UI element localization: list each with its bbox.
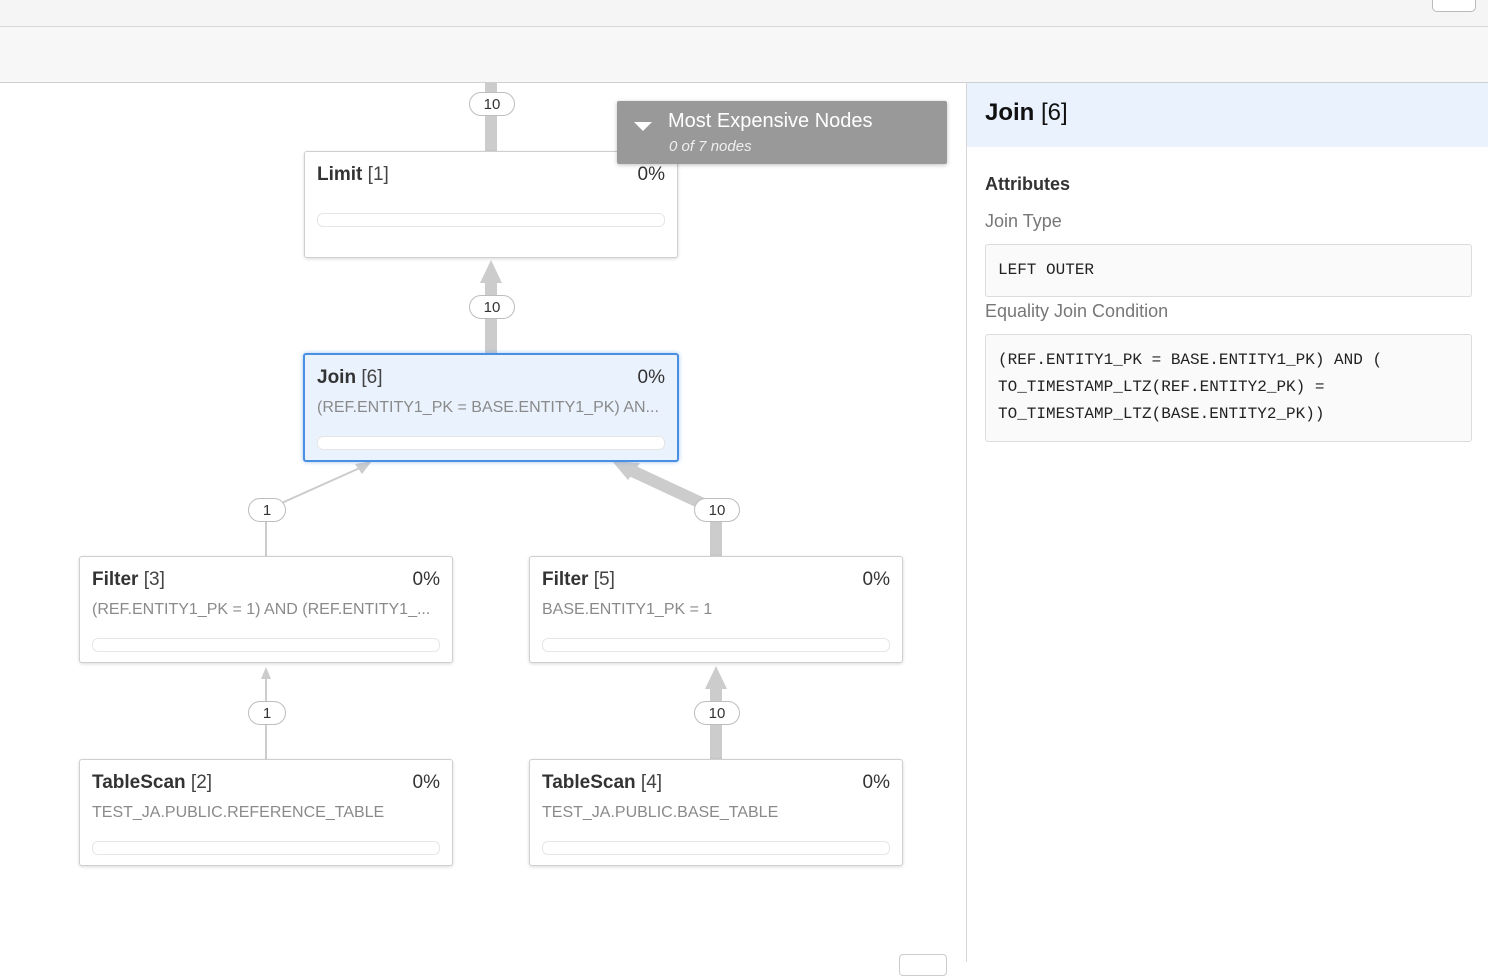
edge-row-count: 10 bbox=[694, 701, 740, 725]
top-bar-button[interactable] bbox=[1432, 0, 1476, 12]
node-percentage: 0% bbox=[862, 569, 890, 590]
toolbar bbox=[0, 27, 1488, 83]
node-details-panel: Join [6] Attributes Join Type LEFT OUTER… bbox=[966, 83, 1488, 962]
node-detail: TEST_JA.PUBLIC.REFERENCE_TABLE bbox=[92, 804, 385, 821]
node-detail: TEST_JA.PUBLIC.BASE_TABLE bbox=[542, 804, 779, 821]
edge-row-count: 10 bbox=[469, 92, 515, 116]
panel-title: Join [6] bbox=[985, 99, 1068, 126]
node-title: TableScan [2] bbox=[92, 772, 213, 793]
top-bar bbox=[0, 0, 1488, 27]
arrowhead-join-limit bbox=[480, 260, 502, 283]
node-progress-bar bbox=[542, 638, 890, 652]
plan-node-join[interactable]: Join [6] 0% (REF.ENTITY1_PK = BASE.ENTIT… bbox=[303, 353, 679, 462]
edge-row-count: 1 bbox=[248, 701, 286, 725]
plan-node-tablescan-4[interactable]: TableScan [4] 0% TEST_JA.PUBLIC.BASE_TAB… bbox=[529, 759, 903, 866]
node-title: Join [6] bbox=[317, 367, 383, 388]
node-detail: (REF.ENTITY1_PK = 1) AND (REF.ENTITY1_..… bbox=[92, 601, 431, 618]
query-plan-canvas[interactable]: 10 10 1 10 1 10 Limit [1] 0% Join [6] 0%… bbox=[0, 83, 966, 962]
node-percentage: 0% bbox=[862, 772, 890, 793]
node-detail: (REF.ENTITY1_PK = BASE.ENTITY1_PK) AN... bbox=[317, 399, 659, 416]
arrowhead-scan2-filter3 bbox=[261, 667, 271, 679]
most-expensive-count: 0 of 7 nodes bbox=[669, 138, 752, 155]
arrowhead-filter5-join bbox=[612, 461, 640, 480]
node-title: TableScan [4] bbox=[542, 772, 663, 793]
node-title: Filter [5] bbox=[542, 569, 615, 590]
edge-row-count: 10 bbox=[694, 498, 740, 522]
node-percentage: 0% bbox=[412, 569, 440, 590]
plan-node-filter-3[interactable]: Filter [3] 0% (REF.ENTITY1_PK = 1) AND (… bbox=[79, 556, 453, 663]
node-progress-bar bbox=[92, 841, 440, 855]
edge-row-count: 10 bbox=[469, 295, 515, 319]
join-type-value: LEFT OUTER bbox=[985, 244, 1472, 297]
node-percentage: 0% bbox=[637, 164, 665, 185]
condition-line: TO_TIMESTAMP_LTZ(BASE.ENTITY2_PK)) bbox=[998, 405, 1325, 423]
plan-node-filter-5[interactable]: Filter [5] 0% BASE.ENTITY1_PK = 1 bbox=[529, 556, 903, 663]
node-title: Filter [3] bbox=[92, 569, 165, 590]
most-expensive-title: Most Expensive Nodes bbox=[668, 110, 873, 132]
panel-header: Join [6] bbox=[967, 83, 1488, 147]
edge-row-count: 1 bbox=[248, 498, 286, 522]
node-progress-bar bbox=[317, 213, 665, 227]
node-detail: BASE.ENTITY1_PK = 1 bbox=[542, 601, 713, 618]
arrowhead-filter3-join bbox=[355, 461, 372, 474]
node-progress-bar bbox=[92, 638, 440, 652]
arrowhead-scan4-filter5 bbox=[705, 666, 727, 689]
node-progress-bar bbox=[317, 436, 665, 450]
plan-node-limit[interactable]: Limit [1] 0% bbox=[304, 151, 678, 258]
most-expensive-nodes-panel[interactable]: Most Expensive Nodes 0 of 7 nodes bbox=[617, 101, 947, 164]
equality-join-condition-value: (REF.ENTITY1_PK = BASE.ENTITY1_PK) AND (… bbox=[985, 334, 1472, 442]
attributes-heading: Attributes bbox=[985, 174, 1070, 194]
node-progress-bar bbox=[542, 841, 890, 855]
caret-down-icon[interactable] bbox=[634, 122, 652, 131]
node-percentage: 0% bbox=[637, 367, 665, 388]
plan-node-tablescan-2[interactable]: TableScan [2] 0% TEST_JA.PUBLIC.REFERENC… bbox=[79, 759, 453, 866]
join-type-label: Join Type bbox=[985, 211, 1062, 231]
zoom-control-button[interactable] bbox=[899, 954, 947, 976]
node-title: Limit [1] bbox=[317, 164, 389, 185]
condition-line: TO_TIMESTAMP_LTZ(REF.ENTITY2_PK) = bbox=[998, 378, 1325, 396]
node-percentage: 0% bbox=[412, 772, 440, 793]
condition-line: (REF.ENTITY1_PK = BASE.ENTITY1_PK) AND ( bbox=[998, 351, 1383, 369]
equality-join-condition-label: Equality Join Condition bbox=[985, 301, 1169, 321]
